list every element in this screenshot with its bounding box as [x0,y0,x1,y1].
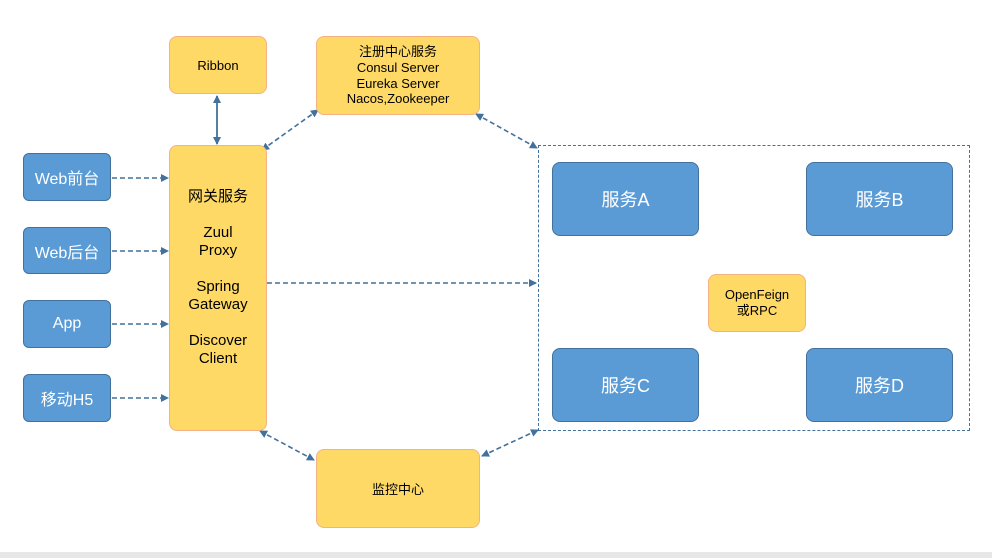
service-cluster-frame [538,145,970,431]
client-app[interactable]: App [23,300,111,348]
monitor-box[interactable]: 监控中心 [316,449,480,528]
openfeign-line-2: 或RPC [736,303,778,318]
monitor-label: 监控中心 [371,482,424,497]
registry-box[interactable]: 注册中心服务 Consul Server Eureka Server Nacos… [316,36,480,115]
client-web-back[interactable]: Web后台 [23,227,111,274]
arrow-monitor-services [481,429,539,457]
arrow-gateway-monitor [259,430,315,461]
registry-line-eureka: Eureka Server [356,75,440,91]
gateway-line-title: 网关服务 [187,188,248,205]
service-d-box[interactable]: 服务D [806,348,953,422]
arrow-gateway-registry [261,109,319,151]
service-c-box[interactable]: 服务C [552,348,699,422]
client-app-label: App [52,315,82,332]
service-d-label: 服务D [855,376,904,396]
bottom-scroll-strip [0,552,992,558]
gateway-line-gateway: Gateway [188,296,248,313]
registry-line-consul: Consul Server [356,59,440,75]
registry-line-nacos: Nacos,Zookeeper [346,91,450,107]
ribbon-label: Ribbon [197,57,239,73]
gateway-line-spring: Spring [196,278,240,295]
client-web-front-label: Web前台 [34,171,100,188]
gateway-line-discover: Discover [188,332,248,349]
client-mobile-h5[interactable]: 移动H5 [23,374,111,422]
arrow-registry-services [475,113,538,149]
service-c-label: 服务C [601,376,650,396]
service-a-label: 服务A [601,190,650,210]
client-mobile-h5-label: 移动H5 [40,392,94,409]
gateway-box[interactable]: 网关服务 Zuul Proxy Spring Gateway Discover … [169,145,267,431]
client-web-back-label: Web后台 [34,244,100,262]
service-b-box[interactable]: 服务B [806,162,953,236]
service-a-box[interactable]: 服务A [552,162,699,236]
gateway-line-client: Client [198,350,238,367]
gateway-line-proxy: Proxy [198,242,238,259]
registry-line-title: 注册中心服务 [358,44,437,60]
openfeign-line-1: OpenFeign [724,287,790,303]
gateway-line-zuul: Zuul [203,224,233,241]
client-web-front[interactable]: Web前台 [23,153,111,201]
openfeign-box[interactable]: OpenFeign 或RPC [708,274,806,332]
ribbon-box[interactable]: Ribbon [169,36,267,94]
service-b-label: 服务B [855,190,904,210]
